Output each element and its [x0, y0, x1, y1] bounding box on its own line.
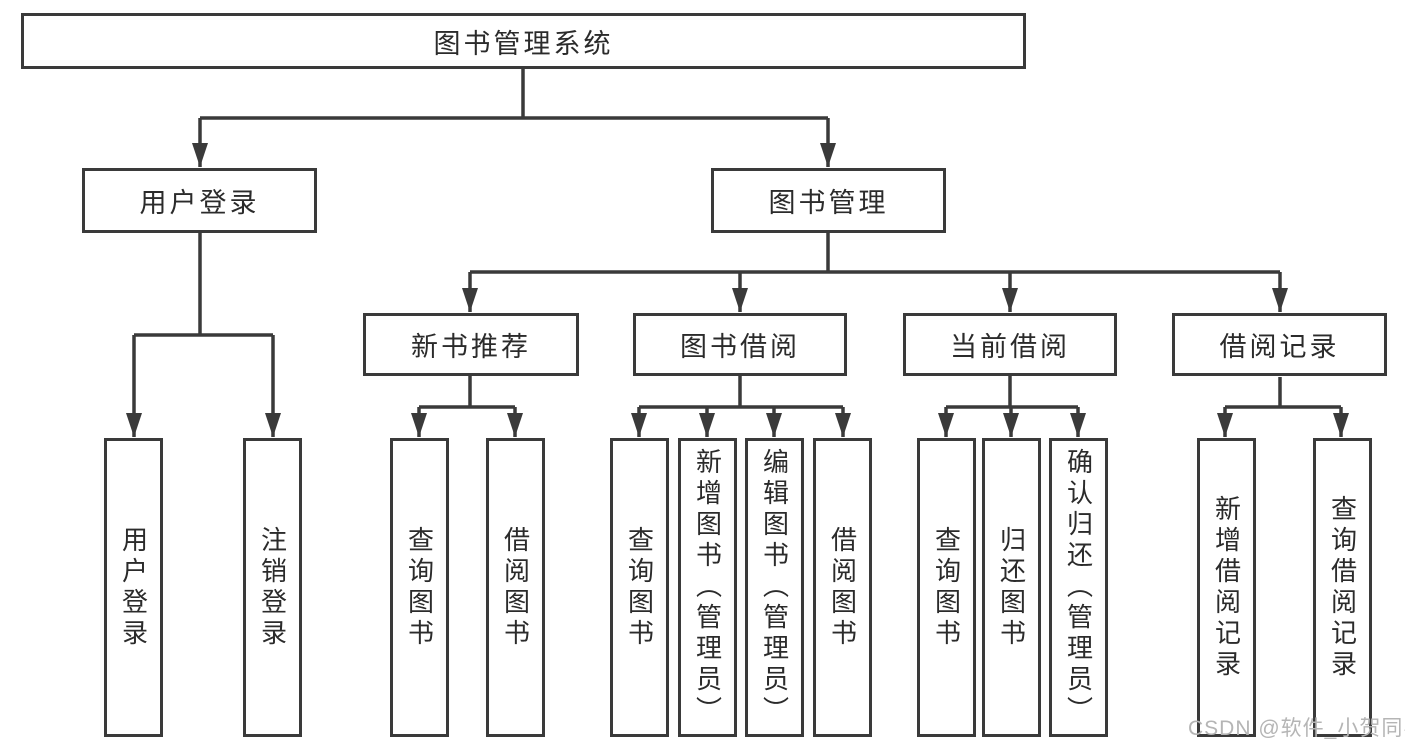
leaf-query-borrow-record: 查询借阅记录: [1313, 438, 1372, 737]
node-current-borrowing: 当前借阅: [903, 313, 1117, 376]
leaf-add-books-admin: 新增图书（管理员）: [678, 438, 737, 737]
node-book-management: 图书管理: [711, 168, 946, 233]
node-user-login: 用户登录: [82, 168, 317, 233]
leaf-query-books-current: 查询图书: [917, 438, 976, 737]
leaf-borrow-books-recommend: 借阅图书: [486, 438, 545, 737]
leaf-add-borrow-record: 新增借阅记录: [1197, 438, 1256, 737]
leaf-edit-books-admin: 编辑图书（管理员）: [745, 438, 804, 737]
node-book-borrowing: 图书借阅: [633, 313, 847, 376]
leaf-logout: 注销登录: [243, 438, 302, 737]
node-library-management-system: 图书管理系统: [21, 13, 1026, 69]
leaf-borrow-books: 借阅图书: [813, 438, 872, 737]
leaf-user-login: 用户登录: [104, 438, 163, 737]
watermark: CSDN @软件_小贺同学: [1188, 717, 1405, 740]
leaf-query-books-recommend: 查询图书: [390, 438, 449, 737]
node-new-book-recommendation: 新书推荐: [363, 313, 579, 376]
leaf-return-books: 归还图书: [982, 438, 1041, 737]
leaf-confirm-return-admin: 确认归还（管理员）: [1049, 438, 1108, 737]
node-borrowing-records: 借阅记录: [1172, 313, 1387, 376]
leaf-query-books-borrowing: 查询图书: [610, 438, 669, 737]
